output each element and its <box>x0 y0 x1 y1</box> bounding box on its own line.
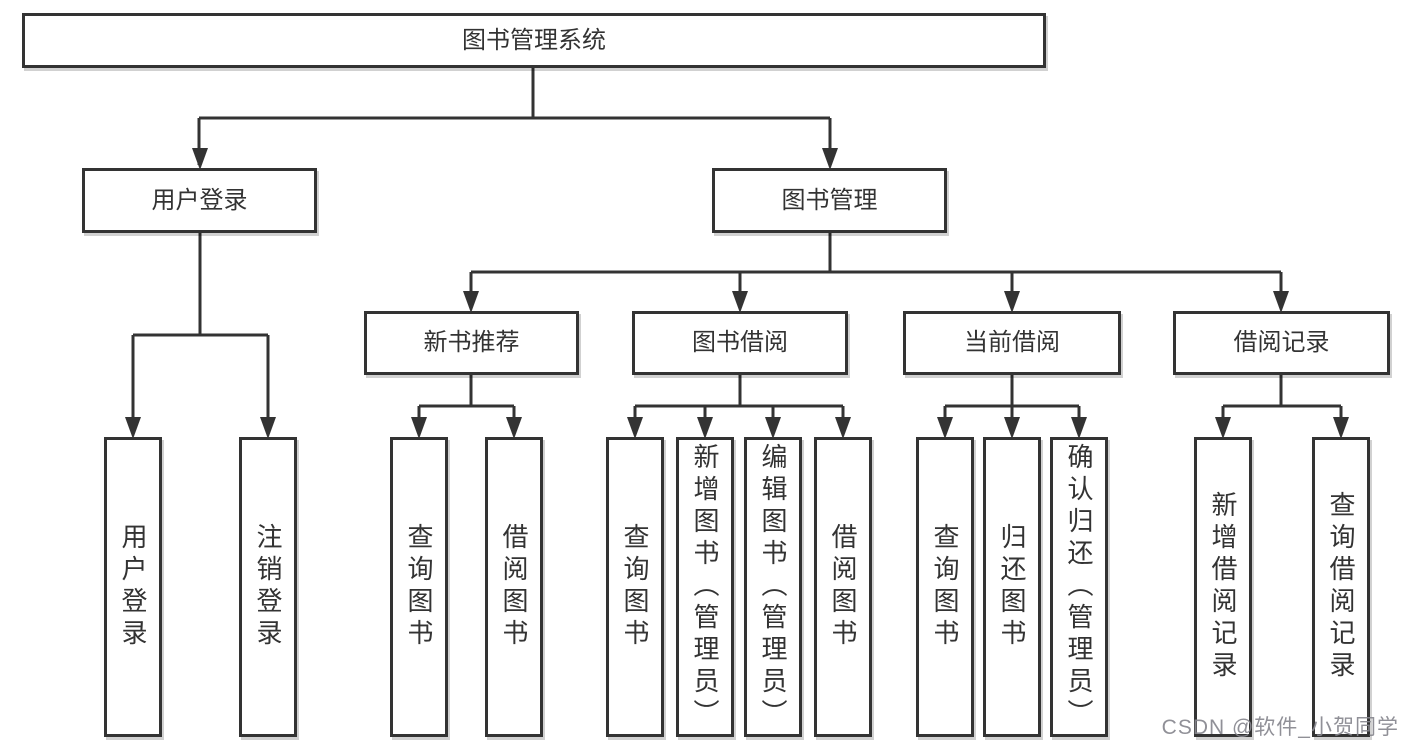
arrow-down-icon <box>1004 291 1020 313</box>
arrow-down-icon <box>411 417 427 439</box>
arrow-down-icon <box>1071 417 1087 439</box>
arrow-down-icon <box>822 148 838 170</box>
arrow-down-icon <box>1333 417 1349 439</box>
arrow-down-icon <box>463 291 479 313</box>
leaf-confirm-return-admin: 确认归还（管理员） <box>1050 437 1108 737</box>
leaf-edit-book-admin: 编辑图书（管理员） <box>744 437 802 737</box>
arrow-down-icon <box>697 417 713 439</box>
node-current-borrow: 当前借阅 <box>903 311 1121 375</box>
connector-user-login-children <box>131 233 270 434</box>
leaf-query-books-recommend: 查询图书 <box>390 437 448 737</box>
node-borrow-records: 借阅记录 <box>1173 311 1390 375</box>
connector-book-management-children <box>469 233 1283 309</box>
arrow-down-icon <box>506 417 522 439</box>
connector-root-to-level2 <box>197 68 832 165</box>
leaf-add-book-admin: 新增图书（管理员） <box>676 437 734 737</box>
leaf-borrow-books-recommend: 借阅图书 <box>485 437 543 737</box>
leaf-add-borrow-record: 新增借阅记录 <box>1194 437 1252 737</box>
leaf-query-borrow-record: 查询借阅记录 <box>1312 437 1370 737</box>
arrow-down-icon <box>765 417 781 439</box>
node-new-book-recommend: 新书推荐 <box>364 311 579 375</box>
arrow-down-icon <box>627 417 643 439</box>
leaf-logout: 注销登录 <box>239 437 297 737</box>
leaf-query-books-borrow: 查询图书 <box>606 437 664 737</box>
connector-new-book-children <box>417 375 516 434</box>
node-root: 图书管理系统 <box>22 13 1046 68</box>
arrow-down-icon <box>125 417 141 439</box>
leaf-query-books-current: 查询图书 <box>916 437 974 737</box>
arrow-down-icon <box>1004 417 1020 439</box>
node-book-management: 图书管理 <box>712 168 947 233</box>
arrow-down-icon <box>835 417 851 439</box>
connector-book-borrow-children <box>633 375 845 434</box>
node-book-borrow: 图书借阅 <box>632 311 848 375</box>
leaf-borrow-books: 借阅图书 <box>814 437 872 737</box>
connector-borrow-records-children <box>1221 375 1343 434</box>
arrow-down-icon <box>260 417 276 439</box>
csdn-watermark: CSDN @软件_小贺同学 <box>1161 716 1399 739</box>
arrow-down-icon <box>1273 291 1289 313</box>
arrow-down-icon <box>937 417 953 439</box>
arrow-down-icon <box>1215 417 1231 439</box>
arrowheads <box>125 148 1349 439</box>
node-user-login: 用户登录 <box>82 168 317 233</box>
arrow-down-icon <box>732 291 748 313</box>
arrow-down-icon <box>192 148 208 170</box>
leaf-user-login: 用户登录 <box>104 437 162 737</box>
leaf-return-book: 归还图书 <box>983 437 1041 737</box>
